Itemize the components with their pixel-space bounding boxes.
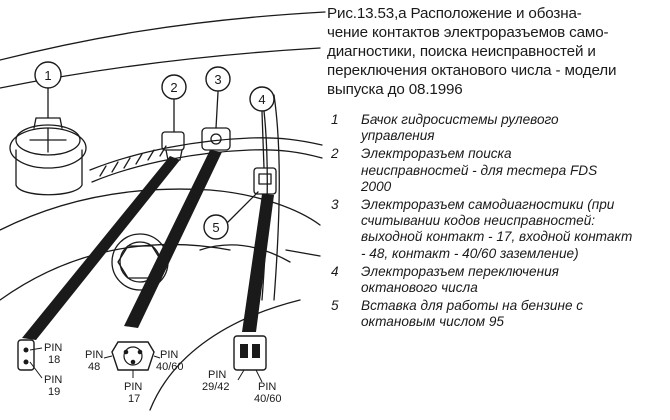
caption-line: переключения октанового числа - модели: [327, 62, 617, 79]
legend-text-line: Бачок гидросистемы рулевого: [361, 112, 559, 127]
caption-line: Рис.13.53,а Расположение и обозна-: [327, 5, 582, 22]
legend-text-line: неисправностей - для тестера FDS: [361, 162, 598, 178]
svg-text:18: 18: [48, 354, 60, 366]
callout-2: 2: [161, 74, 187, 100]
pin-detail-connector-4: PIN 29/42 PIN 40/60: [202, 335, 282, 405]
body-contour-line: [0, 11, 326, 61]
legend-item-3: 3 Электроразъем самодиагностики (при счи…: [327, 197, 667, 262]
callout-4: 4: [249, 86, 275, 112]
svg-text:40/60: 40/60: [156, 361, 184, 373]
caption-line: чение контактов электроразъемов само-: [327, 24, 609, 41]
legend-list: 1 Бачок гидросистемы рулевого управления…: [327, 112, 667, 333]
legend-text-line: октанового числа: [361, 280, 478, 296]
svg-text:29/42: 29/42: [202, 381, 230, 393]
legend-text-line: Электроразъем поиска: [361, 146, 512, 162]
wedge-connector-4: [242, 194, 274, 332]
wedge-connector-2: [22, 156, 180, 340]
legend-number: 3: [331, 197, 339, 213]
legend-item-2: 2 Электроразъем поиска неисправностей - …: [327, 146, 667, 195]
legend-number: 1: [331, 112, 339, 127]
legend-text-line: Электроразъем самодиагностики (при: [361, 197, 615, 213]
svg-text:PIN: PIN: [160, 349, 178, 361]
legend-text-line: 2000: [361, 178, 392, 194]
wedge-connector-3: [124, 150, 222, 328]
legend-item-4: 4 Электроразъем переключения октанового …: [327, 264, 667, 296]
svg-text:1: 1: [44, 68, 51, 83]
svg-text:3: 3: [214, 72, 221, 87]
svg-text:PIN: PIN: [85, 349, 103, 361]
svg-text:40/60: 40/60: [254, 393, 282, 405]
svg-text:2: 2: [170, 80, 177, 95]
steering-fluid-reservoir: [9, 117, 87, 196]
legend-text-line: Вставка для работы на бензине с: [361, 298, 584, 314]
svg-text:PIN: PIN: [44, 342, 62, 354]
callout-3: 3: [205, 66, 231, 92]
connector-4-body: [253, 167, 277, 195]
svg-text:PIN: PIN: [208, 369, 226, 381]
callout-5: 5: [203, 214, 229, 240]
legend-number: 5: [331, 298, 339, 314]
legend-text-line: - 48, контакт - 40/60 заземление): [361, 245, 579, 261]
svg-text:17: 17: [128, 393, 140, 405]
svg-text:PIN: PIN: [258, 381, 276, 393]
svg-text:PIN: PIN: [124, 381, 142, 393]
legend-text-line: выходной контакт - 17, входной контакт: [361, 229, 633, 245]
legend-text-line: управления: [361, 128, 435, 144]
svg-text:48: 48: [88, 361, 100, 373]
svg-text:19: 19: [48, 386, 60, 398]
pin-detail-connector-3: PIN 48 PIN 40/60 PIN 17: [85, 341, 184, 405]
legend-text-line: октановым числом 95: [361, 314, 504, 330]
legend-number: 2: [331, 146, 339, 162]
svg-text:PIN: PIN: [44, 374, 62, 386]
svg-text:4: 4: [258, 92, 265, 107]
svg-text:5: 5: [212, 220, 219, 235]
pin-detail-connector-2: PIN 18 PIN 19: [17, 339, 62, 398]
callout-1: 1: [34, 61, 62, 89]
engine-bay-illustration: 1 2 3 4 5 PIN 18 PIN 19 PIN 48: [0, 0, 330, 420]
caption-line: выпуска до 08.1996: [327, 81, 463, 98]
legend-item-5: 5 Вставка для работы на бензине с октано…: [327, 298, 667, 330]
figure-caption: Рис.13.53,а Расположение и обозна- чение…: [327, 4, 667, 99]
legend-text-line: Электроразъем переключения: [361, 263, 559, 279]
caption-line: диагностики, поиска неисправностей и: [327, 43, 596, 60]
legend-number: 4: [331, 263, 339, 279]
legend-text-line: считывании кодов неисправностей:: [361, 213, 596, 229]
legend-item-1: 1 Бачок гидросистемы рулевого управления: [327, 112, 667, 144]
